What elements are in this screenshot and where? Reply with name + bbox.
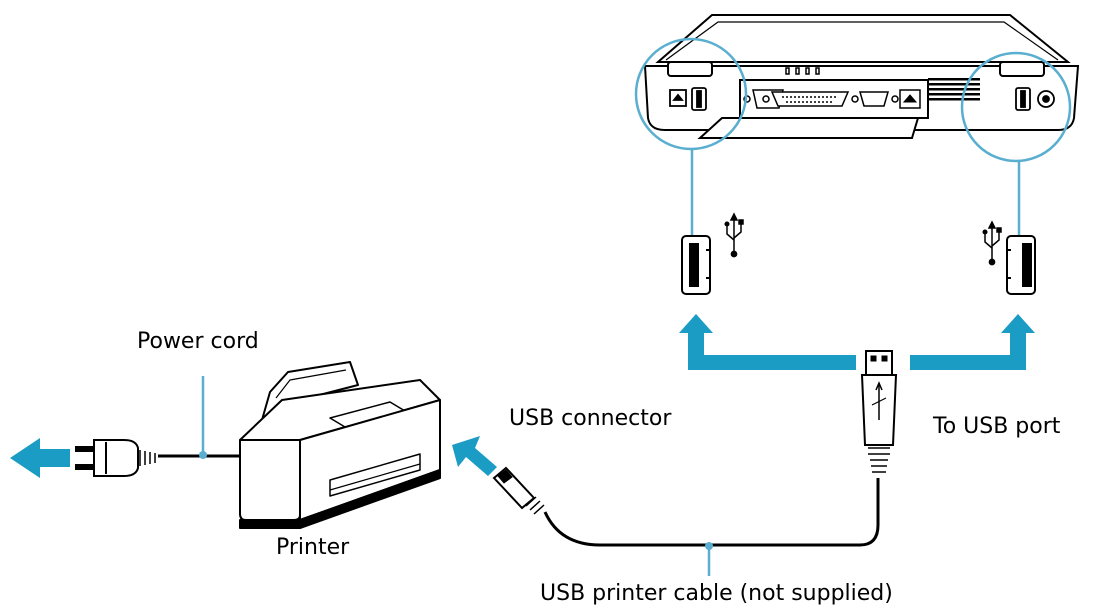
usb-port-enlarged-left [681, 235, 711, 295]
usb-type-a-connector [860, 350, 898, 473]
usb-printer-cable-pointer-dot [705, 542, 713, 550]
callout-lines [690, 149, 1021, 236]
vga-port [859, 91, 899, 107]
printer-label: Printer [276, 535, 350, 560]
usb-connector-label: USB connector [509, 406, 672, 431]
usb-trident-icon [724, 212, 744, 258]
power-plug [75, 439, 156, 477]
usb-connector-arrow [452, 436, 497, 476]
power-cord-pointer-dot [199, 451, 207, 459]
power-outlet-arrow [10, 438, 70, 478]
usb-printer-cable-wire [543, 478, 880, 547]
usb-trident-icon [982, 220, 1002, 266]
printer [239, 361, 441, 529]
power-cord-label: Power cord [137, 329, 259, 354]
status-leds [785, 67, 820, 75]
right-ports [1015, 87, 1055, 111]
usb-port-direction-arrows [679, 314, 1035, 370]
laptop [643, 14, 1080, 139]
to-usb-port-label: To USB port [933, 414, 1061, 439]
parallel-port [762, 91, 859, 107]
usb-printer-cable-label: USB printer cable (not supplied) [540, 581, 893, 606]
left-ports [669, 87, 707, 111]
vent-grille [928, 78, 980, 101]
usb-type-b-connector [492, 466, 545, 515]
usb-port-enlarged-right [1006, 235, 1036, 295]
